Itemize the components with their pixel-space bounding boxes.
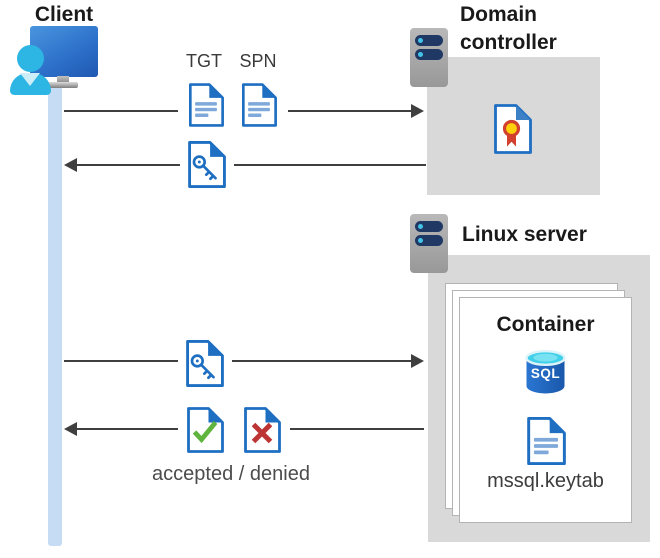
server-icon	[410, 214, 448, 273]
container-card: Container SQL mssql.keytab	[459, 297, 632, 523]
arrow-send-key-line	[232, 360, 411, 362]
arrow-left-icon	[64, 158, 77, 172]
denied-document-icon	[242, 405, 282, 455]
certificate-document-icon	[492, 103, 534, 155]
accepted-document-icon	[185, 405, 225, 455]
key-document-icon	[186, 139, 227, 190]
sql-database-icon: SQL	[524, 349, 567, 396]
server-bar-icon	[415, 49, 443, 60]
arrow-result-line	[77, 428, 178, 430]
spn-label: SPN	[239, 51, 277, 71]
keytab-label: mssql.keytab	[487, 470, 604, 492]
server-led-icon	[418, 38, 423, 43]
server-bar-icon	[415, 221, 443, 232]
client-lifeline	[48, 87, 62, 546]
monitor-stand-icon	[57, 76, 69, 83]
container-title: Container	[496, 313, 595, 336]
linux-server-title: Linux server	[462, 223, 587, 246]
keytab-document-icon	[527, 416, 566, 466]
tgt-document-icon	[187, 81, 225, 129]
arrow-ticket-reply-line	[234, 164, 426, 166]
arrow-left-icon	[64, 422, 77, 436]
key-document-icon	[184, 338, 225, 389]
server-led-icon	[418, 238, 423, 243]
client-label: Client	[34, 3, 94, 26]
server-led-icon	[418, 224, 423, 229]
user-collar-icon	[20, 73, 40, 86]
domain-controller-title: Domain controller	[460, 3, 557, 54]
arrow-send-key-line	[64, 360, 178, 362]
arrow-result-line	[290, 428, 424, 430]
spn-document-icon	[240, 81, 278, 129]
monitor-stand-base-icon	[48, 82, 78, 88]
arrow-right-icon	[411, 104, 424, 118]
accepted-denied-label: accepted / denied	[152, 463, 310, 485]
server-icon	[410, 28, 448, 87]
sql-badge-label: SQL	[530, 366, 561, 381]
arrow-request-tickets-line	[64, 110, 178, 112]
arrow-request-tickets-line	[288, 110, 412, 112]
arrow-right-icon	[411, 354, 424, 368]
server-bar-icon	[415, 35, 443, 46]
arrow-ticket-reply-line	[77, 164, 180, 166]
server-bar-icon	[415, 235, 443, 246]
tgt-label: TGT	[186, 51, 222, 71]
user-icon	[17, 45, 44, 72]
server-led-icon	[418, 52, 423, 57]
